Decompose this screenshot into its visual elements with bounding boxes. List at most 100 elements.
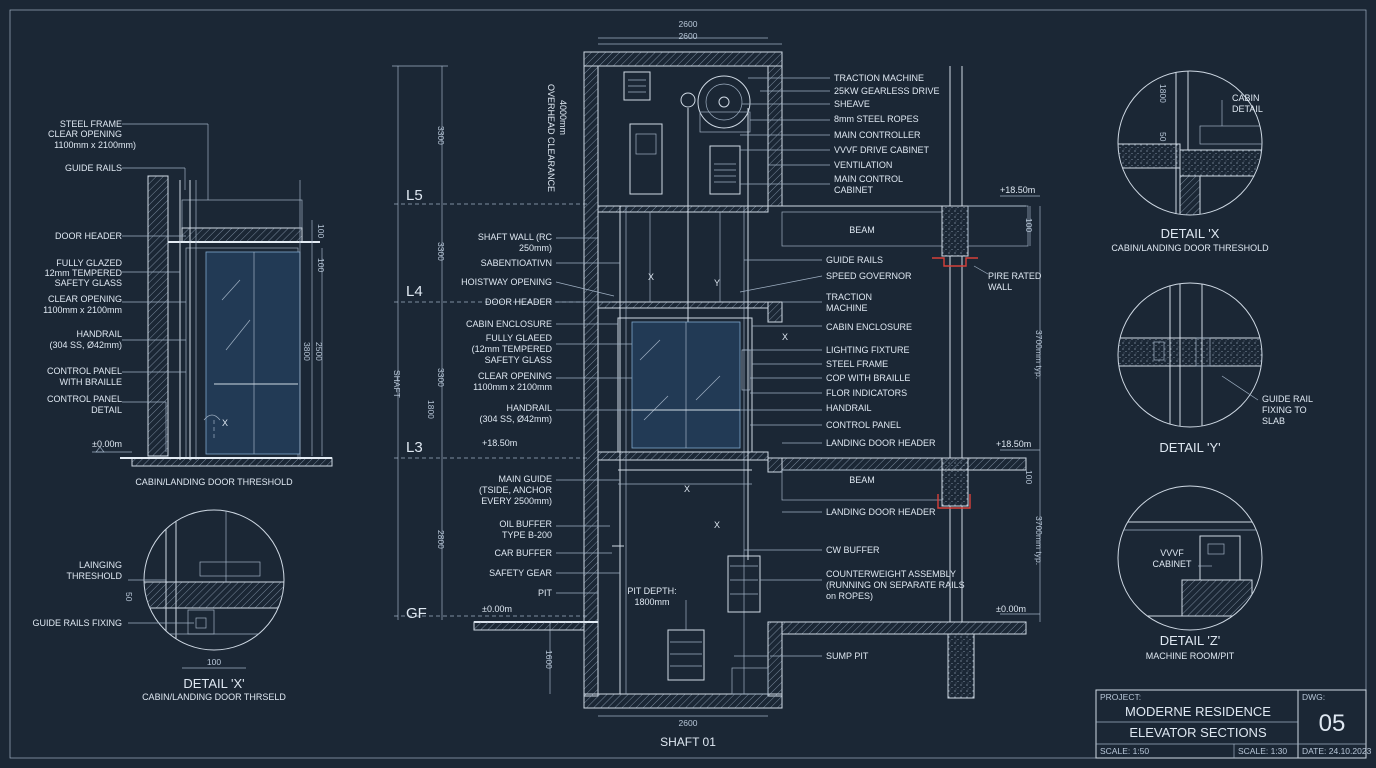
label-oil-buffer-type: TYPE B-200 [502,530,552,540]
dim-bottom: 2600 [679,718,698,728]
dim-shaft-left-5: 1600 [544,650,554,669]
label-hoistway-opening: HOISTWAY OPENING [461,277,552,287]
dim-shaft-left-4: 2800 [436,530,446,549]
struct-level-3: ±0.00m [996,604,1026,614]
label-traction: TRACTION [826,292,872,302]
label-12mm-tempered: (12mm TEMPERED [472,344,553,354]
shaft-level-gf: ±0.00m [482,604,512,614]
detail-y-title: DETAIL 'Y' [1159,440,1220,455]
label-with-braille: WITH BRAILLE [59,377,122,387]
detail-z-right: VVVF CABINET DETAIL 'Z' MACHINE ROOM/PIT [1117,485,1263,661]
label-main-guide-3: EVERY 2500mm) [481,496,552,506]
shaft-mark-5: X [714,520,720,530]
shaft-labels-left: SHAFT WALL (RC 250mm) SABENTIOATIVN HOIS… [461,232,632,598]
overhead-clearance: OVERHEAD CLEARANCE [546,84,556,192]
dim-shaft-left-3: 3300 [436,368,446,387]
project-label: PROJECT: [1100,692,1141,702]
label-cop-braille: COP WITH BRAILLE [826,373,910,383]
level-l4: L4 [406,283,423,300]
label-detail: DETAIL [91,405,122,415]
level-left-elevation: ±0.00m [92,439,122,449]
dim-left-2: 100 [316,258,326,272]
label-main-controller: MAIN CONTROLLER [834,130,921,140]
label-shaft-wall-2: 250mm) [519,243,552,253]
label-guide-rails: GUIDE RAILS [65,163,122,173]
label-safety-glass-shaft: SAFETY GLASS [485,355,552,365]
label-cabin-enclosure-right: CABIN ENCLOSURE [826,322,912,332]
dim-top-2: 2600 [679,31,698,41]
beam-label-2: BEAM [849,475,875,485]
detail-x-right-label-1: CABIN [1232,93,1260,103]
label-car-buffer: CAR BUFFER [494,548,552,558]
label-traction-machine: TRACTION MACHINE [834,73,924,83]
label-handrail-spec: (304 SS, Ø42mm) [49,340,122,350]
label-ventilation: VENTILATION [834,160,892,170]
project-name: MODERNE RESIDENCE [1125,704,1271,719]
building-structure [781,66,1041,699]
struct-level-2: +18.50m [996,439,1031,449]
dim-top-1: 2600 [679,19,698,29]
shaft-mark-1: X [648,272,654,282]
dim-shaft-left-2: 3300 [436,242,446,261]
dim-left-3: 3800 [302,342,312,361]
detail-x-left [128,509,285,669]
shaft-dim-labels: 2600 2600 2600 OVERHEAD CLEARANCE 4000mm… [482,19,788,749]
detail-y-label-1: GUIDE RAIL [1262,394,1313,404]
dim-shaft-left-1: 3300 [436,126,446,145]
label-sump-pit: SUMP PIT [826,651,869,661]
elevator-shaft [473,37,783,717]
label-handrail-spec-shaft: (304 SS, Ø42mm) [479,414,552,424]
label-laiinging: LAINGING [79,560,122,570]
label-sabentioativn: SABENTIOATIVN [481,258,552,268]
label-sheave: SHEAVE [834,99,870,109]
detail-x-right-dim-1: 1800 [1158,84,1168,103]
label-lighting-fixture: LIGHTING FIXTURE [826,345,910,355]
shaft-labels-right: TRACTION MACHINE 25KW GEARLESS DRIVE SHE… [739,73,965,661]
dwg-number: 05 [1319,710,1346,737]
shaft-level-l3: +18.50m [482,438,517,448]
sheet-border [9,9,1367,759]
drawing-date: DATE: 24.10.2023 [1302,746,1372,756]
label-pit: PIT [538,588,553,598]
dim-left-4: 2500 [314,342,324,361]
label-counterweight-3: on ROPES) [826,591,873,601]
label-fully-glaeed: FULLY GLAEED [486,333,553,343]
dim-detail-x-100: 100 [207,657,221,667]
detail-z-label-2: CABINET [1152,559,1192,569]
label-steel-ropes: 8mm STEEL ROPES [834,114,919,124]
label-landing-door-header-2: LANDING DOOR HEADER [826,507,936,517]
detail-y-label-2: FIXING TO [1262,405,1307,415]
title-block: PROJECT: MODERNE RESIDENCE ELEVATOR SECT… [1095,689,1372,759]
detail-x-left-labels: LAINGING THRESHOLD GUIDE RAILS FIXING 50… [32,560,286,702]
label-clear-opening-size-2: 1100mm x 2100mm [43,305,122,315]
label-control-panel: CONTROL PANEL [47,366,122,376]
label-counterweight-2: (RUNNING ON SEPARATE RAILS [826,580,965,590]
level-l3: L3 [406,439,423,456]
label-clear-opening-shaft: CLEAR OPENING [478,371,552,381]
label-tempered: 12mm TEMPERED [45,268,123,278]
label-fully-glazed: FULLY GLAZED [56,258,122,268]
label-clear-opening-size: 1100mm x 2100mm) [54,140,136,150]
struct-level-1: +18.50m [1000,185,1035,195]
mark-x-left: X [222,418,228,428]
detail-x-left-title: DETAIL 'X' [183,676,244,691]
label-main-guide: MAIN GUIDE [498,474,552,484]
label-clear-opening-2: CLEAR OPENING [48,294,122,304]
detail-y-label-3: SLAB [1262,416,1285,426]
dim-beam-2: 100 [1024,470,1034,484]
label-steel-frame: STEEL FRAME [60,119,122,129]
caption-left-elevation: CABIN/LANDING DOOR THRESHOLD [135,477,293,487]
label-main-control: MAIN CONTROL [834,174,903,184]
scale-1: SCALE: 1:50 [1100,746,1149,756]
pit-depth-label: PIT DEPTH: [627,586,676,596]
label-door-header-shaft: DOOR HEADER [485,297,553,307]
detail-y-right: GUIDE RAIL FIXING TO SLAB DETAIL 'Y' [1117,282,1313,455]
level-gf: GF [406,605,427,622]
level-labels: L5 L4 L3 GF 3300 3300 3300 2800 1600 SHA… [392,126,554,669]
label-handrail-shaft: HANDRAIL [506,403,552,413]
shaft-mark-3: X [782,332,788,342]
label-main-guide-2: (TSIDE, ANCHOR [479,485,553,495]
label-oil-buffer: OIL BUFFER [499,519,552,529]
label-cabin-enclosure-left: CABIN ENCLOSURE [466,319,552,329]
